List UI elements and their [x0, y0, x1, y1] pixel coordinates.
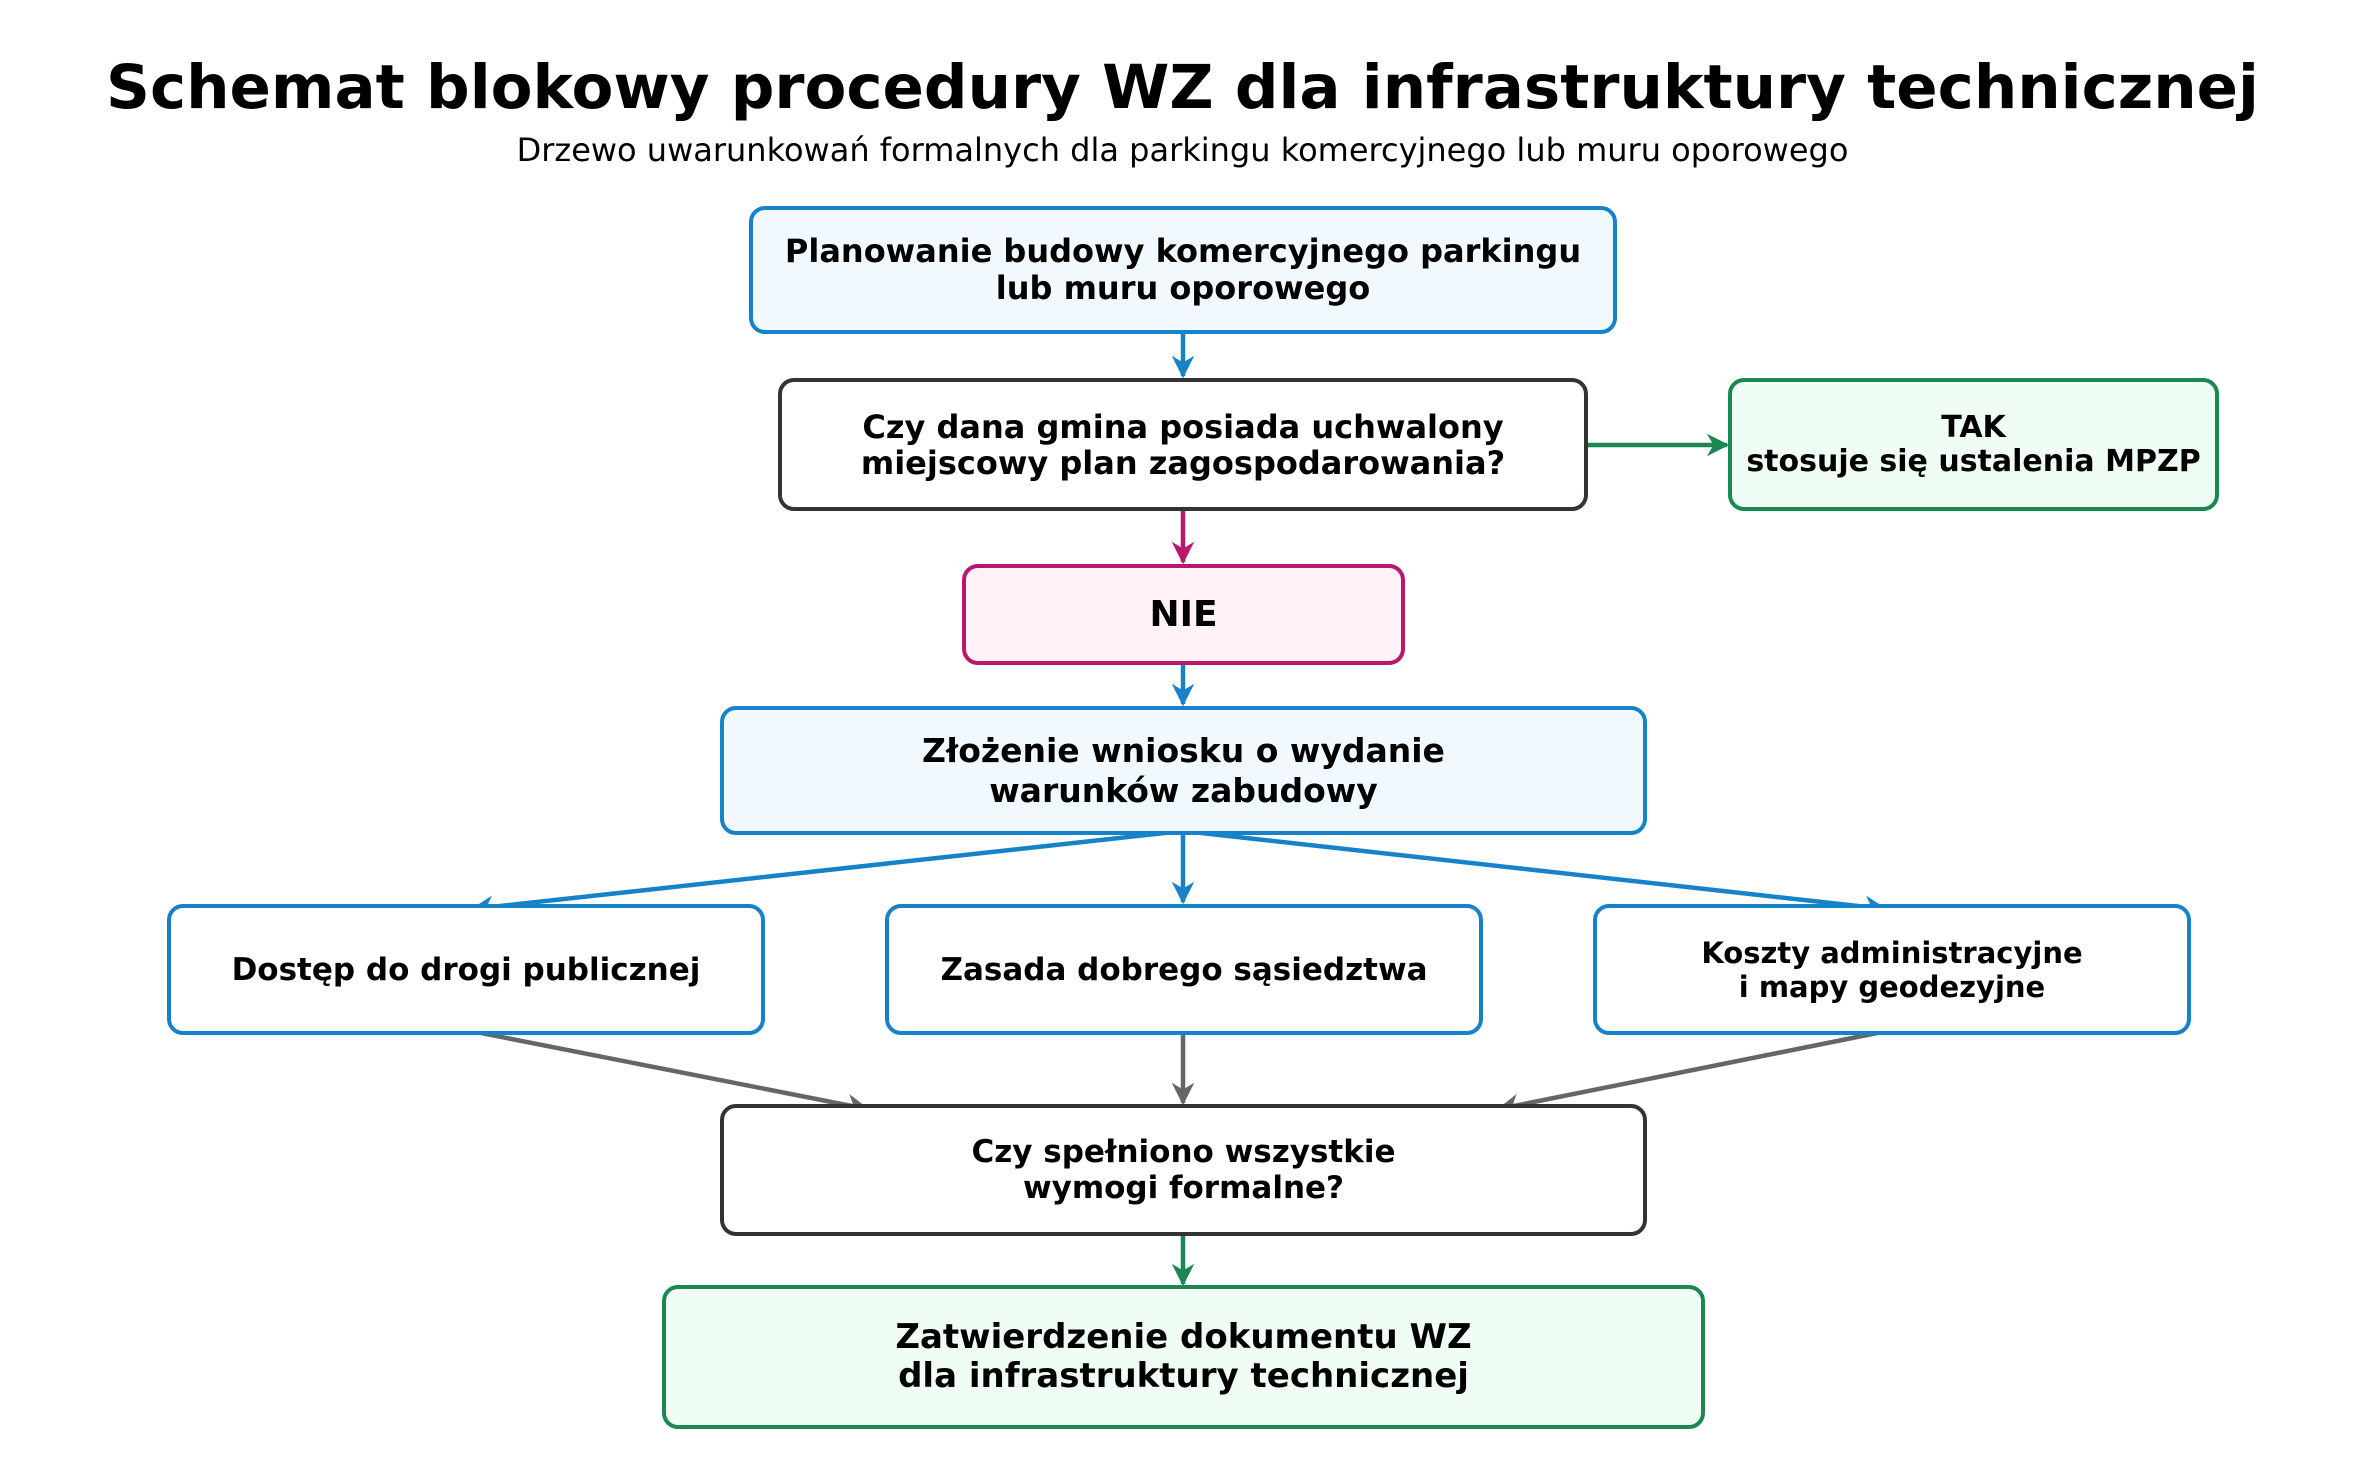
arrow-costs-to-requirements — [1496, 1028, 1888, 1117]
node-no: NIE — [962, 564, 1405, 665]
node-road-access: Dostęp do drogi publicznej — [167, 904, 765, 1035]
node-neighborhood: Zasada dobrego sąsiedztwa — [885, 904, 1483, 1035]
node-yes-mpzp: TAK stosuje się ustalenia MPZP — [1728, 378, 2219, 511]
arrow-application-to-costs — [1182, 828, 1888, 918]
node-costs: Koszty administracyjne i mapy geodezyjne — [1593, 904, 2191, 1035]
diagram-subtitle: Drzewo uwarunkowań formalnych dla parkin… — [516, 131, 1849, 169]
node-question-mpzp: Czy dana gmina posiada uchwalony miejsco… — [778, 378, 1588, 511]
node-start: Planowanie budowy komercyjnego parkingu … — [749, 206, 1617, 334]
arrow-application-to-road — [470, 828, 1184, 918]
arrow-road-to-requirements — [470, 1028, 870, 1117]
node-approval: Zatwierdzenie dokumentu WZ dla infrastru… — [662, 1285, 1705, 1429]
node-application: Złożenie wniosku o wydanie warunków zabu… — [720, 706, 1647, 835]
node-question-requirements: Czy spełniono wszystkie wymogi formalne? — [720, 1104, 1647, 1236]
diagram-title: Schemat blokowy procedury WZ dla infrast… — [106, 52, 2259, 123]
